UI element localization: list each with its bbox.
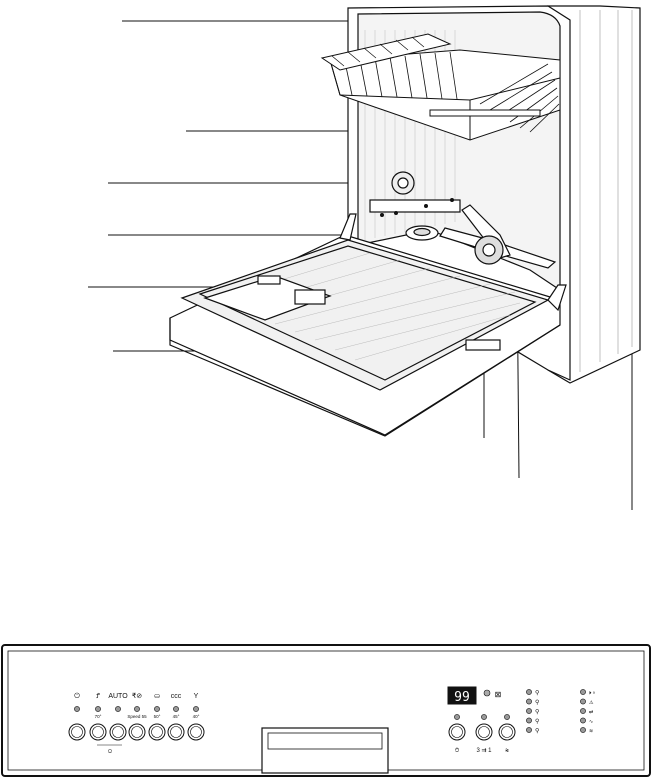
timer-button-ring-0 [451,726,463,738]
program-led-0 [74,706,80,712]
rating-plate [465,339,501,351]
right-hinge [547,284,567,312]
status-led-3 [580,717,586,724]
program-button-ring-5 [170,726,182,738]
control-panel-frame [1,644,651,777]
program-led-5 [173,706,179,712]
program-sublabel-6: 40° [193,714,200,719]
timer-led-2 [504,714,510,720]
status-label-1: ⚠ [589,700,594,706]
status-led-4 [580,727,586,733]
dishwasher-body [169,5,641,437]
timer-led-1 [481,714,487,720]
program-led-4 [154,706,160,712]
program-symbol-4: ⛀ [154,693,160,700]
door-hatching [214,252,521,361]
status-column: ⏵ ᵃ ⚠ ⇄ ∿ ≋ [580,689,595,735]
door-handle-inner [267,732,383,750]
program-symbol-3: ₹⊘ [132,692,142,700]
basket-runner [429,109,541,117]
option-label-0: ⚲ [535,690,539,697]
program-button-ring-0 [71,726,83,738]
option-label-2: ⚲ [535,709,539,716]
option-label-1: ⚲ [535,699,539,706]
door-inner-tray-rim [198,245,537,381]
option-led-0 [526,689,532,695]
spray-arm-bar [369,199,461,213]
detergent-dispenser [203,275,332,321]
option-led-3 [526,717,532,724]
program-symbol-6: Y [194,693,199,700]
program-symbols: ⏻ Ꝭ AUTO ₹⊘ ⛀ ccc Y [74,692,198,700]
program-sublabel-1: 70° [95,714,102,719]
status-label-2: ⇄ [589,710,593,716]
side-panel-texture [579,10,633,372]
program-button-ring-3 [131,726,143,738]
program-symbol-0: ⏻ [74,692,80,700]
option-column: ⚲ ⚲ ⚲ ⚲ ⚲ [526,689,539,735]
timer-button-label-0: ⏱ [455,747,460,754]
program-button-ring-1 [92,726,104,738]
program-symbol-2: AUTO [108,693,128,700]
status-label-3: ∿ [589,719,593,725]
status-label-4: ≋ [589,729,593,735]
bar-dots [380,198,454,217]
option-led-2 [526,708,532,714]
display-value: 99 [454,690,470,705]
cup-shelf [320,33,452,71]
dispenser-latch [257,275,281,285]
program-button-ring-6 [190,726,202,738]
display-icon: ⊠ [495,690,502,699]
option-label-4: ⚲ [535,728,539,735]
program-symbol-1: Ꝭ [96,692,100,700]
filter-cylinder-inner [482,243,496,257]
timer-buttons: ⏱ 3 ⇉ 1 ⩬ [448,714,516,754]
option-label-3: ⚲ [535,718,539,725]
option-led-4 [526,727,532,733]
rinse-aid-cap [294,289,326,305]
program-sublabel-4: 50° [154,714,161,719]
status-led-0 [580,689,586,695]
option-led-1 [526,698,532,705]
door-bottom [169,318,561,437]
program-leds [74,706,199,712]
status-led-2 [580,708,586,714]
program-button-ring-2 [112,726,124,738]
water-hardness-knob-inner [397,177,409,189]
timer-led-0 [454,714,460,720]
digital-display [447,686,477,705]
timer-button-ring-2 [501,726,513,738]
salt-container-lid-inner [413,227,431,237]
program-buttons [68,723,205,741]
program-sublabel-5: 45° [173,714,180,719]
timer-button-ring-1 [478,726,490,738]
status-led-1 [580,698,586,705]
program-symbol-5: ccc [171,693,182,700]
upper-basket [320,33,561,141]
program-led-6 [193,706,199,712]
timer-button-label-2: ⩬ [505,748,509,754]
program-led-2 [115,706,121,712]
program-led-3 [134,706,140,712]
program-sublabels: 70° Speed 55 50° 45° 40° [95,714,200,719]
button-group-label: Ω [108,749,112,755]
program-led-1 [95,706,101,712]
status-label-0: ⏵ ᵃ [589,691,595,697]
timer-button-label-1: 3 ⇉ 1 [476,747,492,754]
program-button-ring-4 [151,726,163,738]
program-sublabel-3: Speed 55 [127,714,147,719]
display-led [483,689,491,697]
left-hinge [339,213,357,241]
